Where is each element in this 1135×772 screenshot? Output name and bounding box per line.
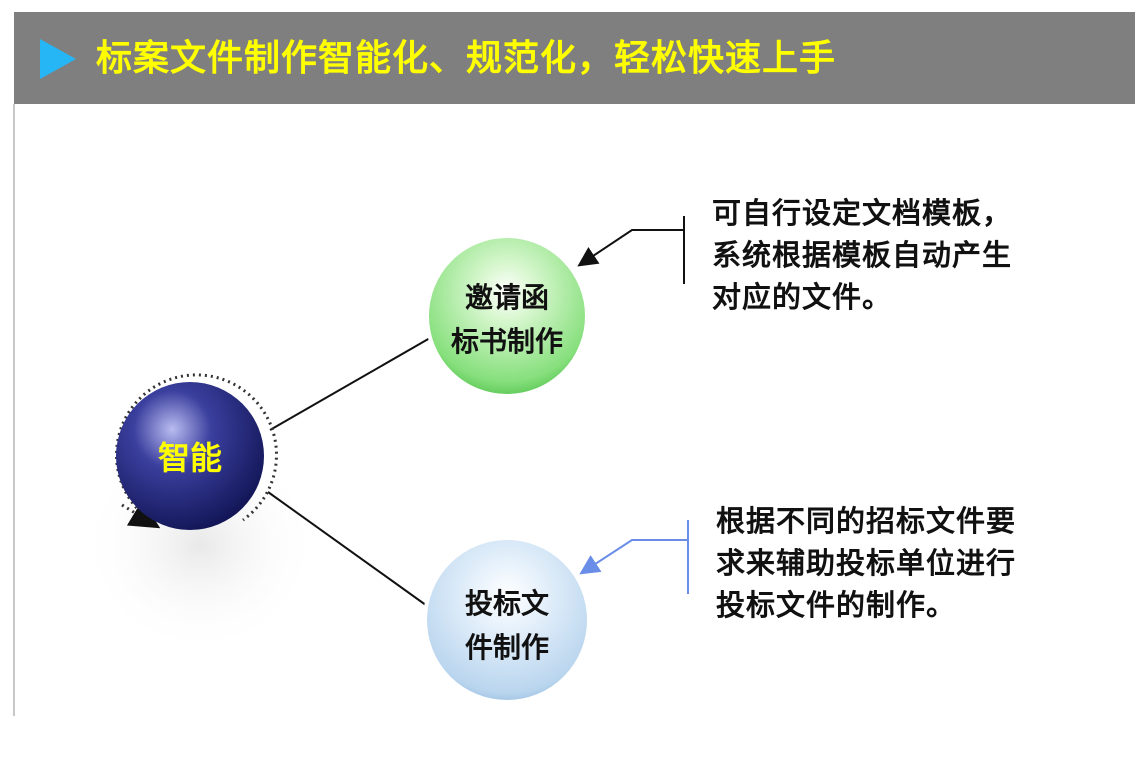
callout-arrow-bottom xyxy=(579,539,688,575)
hub-circle xyxy=(116,382,264,530)
callout-arrow-top xyxy=(577,229,684,267)
description-template-generation: 可自行设定文档模板， 系统根据模板自动产生 对应的文件。 xyxy=(712,196,1013,314)
page-title: 标案文件制作智能化、规范化，轻松快速上手 xyxy=(96,38,837,79)
triangle-play-icon xyxy=(40,39,76,79)
node-label-invitation: 邀请函 标书制作 xyxy=(450,281,563,358)
node-label-bid-document: 投标文 件制作 xyxy=(464,587,549,664)
header-bar xyxy=(14,12,1135,104)
node-circle-bid-document xyxy=(423,536,591,704)
connector-line-bottom xyxy=(267,491,431,609)
connector-line-top xyxy=(269,337,431,431)
node-circle-invitation xyxy=(425,234,589,398)
hub-label: 智能 xyxy=(157,439,222,477)
left-divider xyxy=(13,104,15,716)
description-bid-assistance: 根据不同的招标文件要 求来辅助投标单位进行 投标文件的制作。 xyxy=(716,504,1017,622)
top-margin xyxy=(0,0,1135,12)
